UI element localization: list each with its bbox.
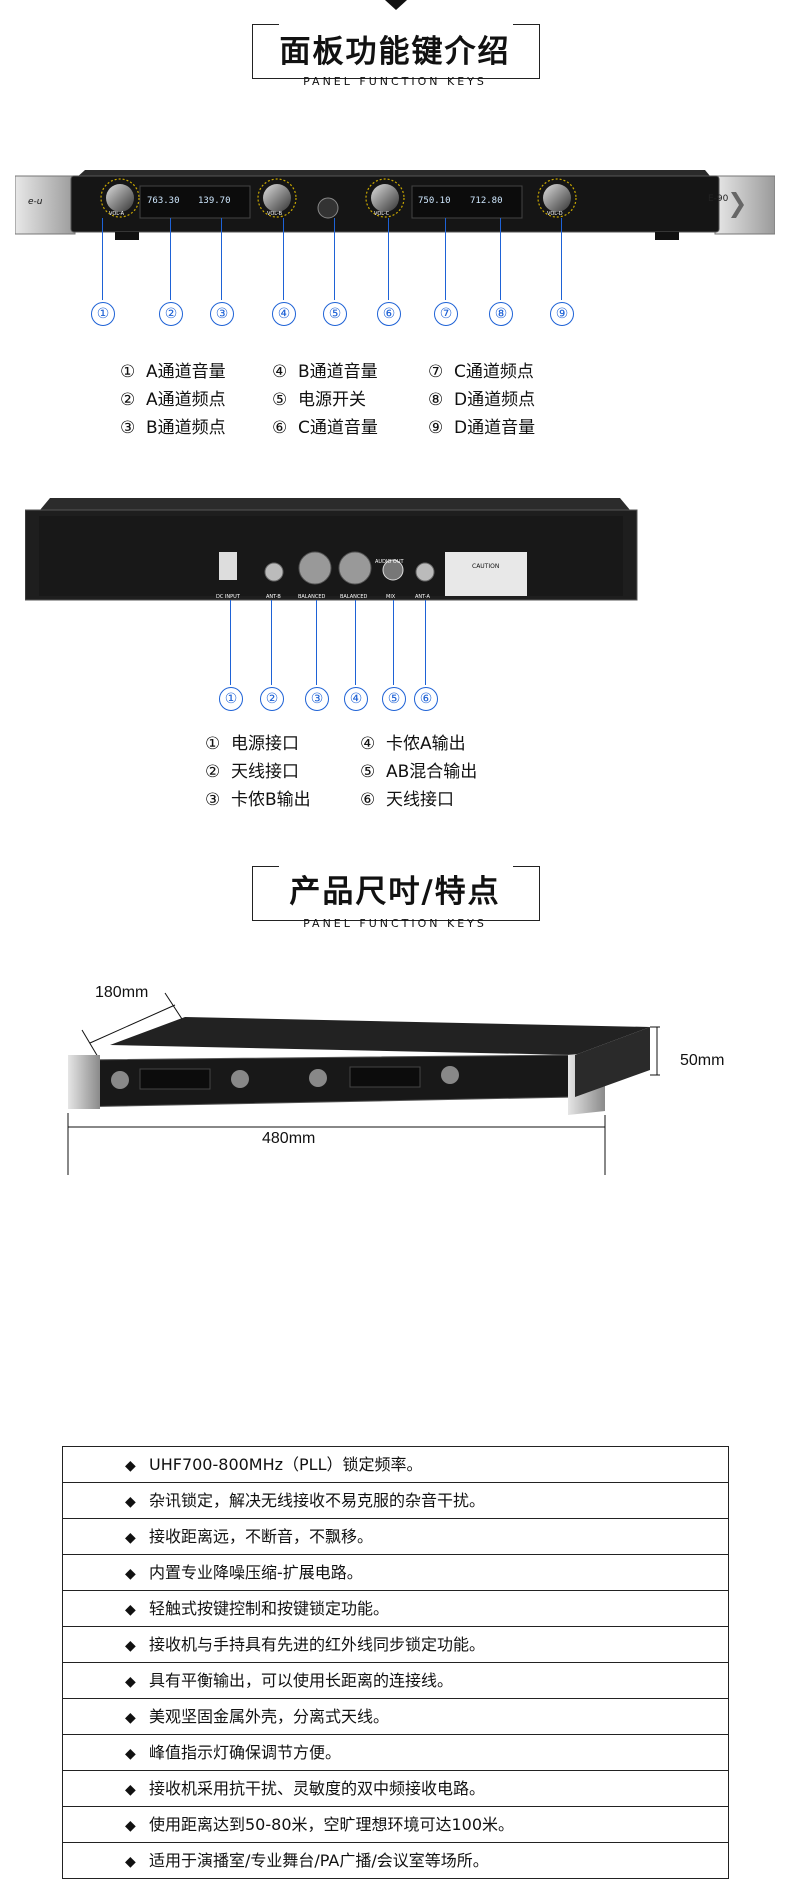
callout-line [271, 600, 272, 685]
front-panel-image [15, 170, 775, 240]
rear-callout-1: ① [219, 687, 243, 711]
rear-caution-label: CAUTION [472, 563, 500, 570]
feature-row: ◆使用距离达到50-80米，空旷理想环境可达100米。 [63, 1807, 728, 1843]
header2-frame [252, 866, 540, 921]
callout-line [445, 218, 446, 300]
knob-label-d: VOL-D [547, 211, 563, 217]
knob-a [100, 178, 140, 218]
rear-label-bal-b: BALANCED [298, 594, 326, 600]
callout-line [500, 218, 501, 300]
header2-title: 产品尺吋/特点 [289, 874, 501, 910]
dim-depth: 180mm [95, 984, 149, 1001]
rear-callout-4: ④ [344, 687, 368, 711]
features-table: ◆UHF700-800MHz（PLL）锁定频率。 ◆杂讯锁定，解决无线接收不易克… [62, 1446, 729, 1879]
rear-label-anta: ANT-A [415, 594, 430, 600]
rear-label-antb: ANT-B [266, 594, 281, 600]
knob-label-a: VOL-A [109, 211, 125, 217]
dim-width: 480mm [262, 1130, 316, 1147]
front-callout-8: ⑧ [489, 302, 513, 326]
feature-row: ◆适用于演播室/专业舞台/PA广播/会议室等场所。 [125, 1851, 489, 1870]
feature-row: ◆UHF700-800MHz（PLL）锁定频率。 [63, 1447, 728, 1483]
feature-row: ◆峰值指示灯确保调节方便。 [63, 1735, 728, 1771]
front-callout-5: ⑤ [323, 302, 347, 326]
callout-line [283, 218, 284, 300]
header1-frame [252, 24, 540, 79]
front-brand-logo: e-u [28, 197, 43, 207]
rear-label-mix: MIX [386, 594, 396, 600]
callout-line [561, 218, 562, 300]
feature-row: ◆美观坚固金属外壳，分离式天线。 [63, 1699, 728, 1735]
knob-d [537, 178, 577, 218]
rear-panel-image [25, 498, 638, 601]
dim-height: 50mm [680, 1052, 725, 1069]
front-callout-1: ① [91, 302, 115, 326]
rear-callout-5: ⑤ [382, 687, 406, 711]
front-model-label: E-90 [708, 194, 729, 204]
lcd2-freq-b: 712.80 [470, 196, 503, 206]
feature-row: ◆具有平衡输出，可以使用长距离的连接线。 [63, 1663, 728, 1699]
feature-row: ◆杂讯锁定，解决无线接收不易克服的杂音干扰。 [63, 1483, 728, 1519]
rear-callout-3: ③ [305, 687, 329, 711]
rear-audio-out-label: AUDIO OUT [375, 559, 404, 565]
lcd1-freq-a: 763.30 [147, 196, 180, 206]
lcd1-freq-b: 139.70 [198, 196, 231, 206]
rear-callout-6: ⑥ [414, 687, 438, 711]
feature-row: ◆内置专业降噪压缩-扩展电路。 [63, 1555, 728, 1591]
callout-line [221, 218, 222, 300]
callout-line [425, 600, 426, 685]
top-chevron-icon [385, 0, 407, 10]
knob-label-c: VOL-C [374, 211, 390, 217]
knob-label-b: VOL-B [267, 211, 283, 217]
feature-row: ◆接收距离远，不断音，不飘移。 [63, 1519, 728, 1555]
knob-b [257, 178, 297, 218]
callout-line [316, 600, 317, 685]
rear-label-dc: DC INPUT [216, 594, 240, 600]
front-callout-7: ⑦ [434, 302, 458, 326]
header2-subtitle: PANEL FUNCTION KEYS [303, 917, 487, 930]
callout-line [170, 218, 171, 300]
callout-line [230, 600, 231, 685]
knob-c [365, 178, 405, 218]
front-callout-3: ③ [210, 302, 234, 326]
callout-line [388, 218, 389, 300]
callout-line [393, 600, 394, 685]
dimension-device-image [67, 992, 660, 1175]
rear-callout-2: ② [260, 687, 284, 711]
header1-title: 面板功能键介绍 [279, 34, 511, 70]
feature-row: ◆接收机采用抗干扰、灵敏度的双中频接收电路。 [63, 1771, 728, 1807]
lcd2-freq-a: 750.10 [418, 196, 451, 206]
front-callout-9: ⑨ [550, 302, 574, 326]
callout-line [334, 218, 335, 300]
callout-line [355, 600, 356, 685]
front-callout-4: ④ [272, 302, 296, 326]
front-callout-2: ② [159, 302, 183, 326]
callout-line [102, 218, 103, 300]
feature-row: ◆接收机与手持具有先进的红外线同步锁定功能。 [63, 1627, 728, 1663]
header1-subtitle: PANEL FUNCTION KEYS [303, 75, 487, 88]
rear-label-bal-a: BALANCED [340, 594, 368, 600]
feature-row: ◆轻触式按键控制和按键锁定功能。 [63, 1591, 728, 1627]
front-callout-6: ⑥ [377, 302, 401, 326]
